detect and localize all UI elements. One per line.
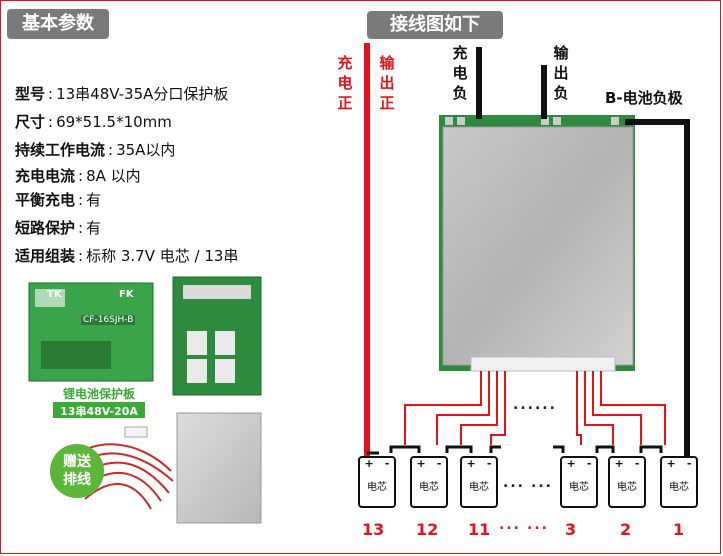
basic-params-title: 基本参数 <box>7 9 109 39</box>
gift-badge-text: 赠送排线 <box>63 454 91 488</box>
cell-connectors <box>367 445 663 455</box>
cells-ellipsis-a: ... <box>503 475 525 491</box>
cell-number-12: 12 <box>416 520 439 539</box>
cell-12: +- 电芯 <box>416 457 442 493</box>
main-board-heatsink <box>442 126 634 366</box>
pcb-text-tk: TK <box>47 289 62 300</box>
spec-continuous-current: 持续工作电流:35A以内 <box>15 141 176 159</box>
battery-negative-label: B-电池负极 <box>605 89 683 107</box>
pcb-text-model: CF-16SJH-B <box>81 315 136 325</box>
cell-3: +- 电芯 <box>566 457 592 493</box>
output-positive-label: 输出正 <box>379 54 395 112</box>
cell-number-1: 1 <box>673 520 685 539</box>
pcb-text-fk: FK <box>119 289 134 300</box>
cell-11: +- 电芯 <box>466 457 492 493</box>
balance-ellipsis: ...... <box>513 397 557 413</box>
cell-number-3: 3 <box>565 520 577 539</box>
charge-negative-label: 充电负 <box>452 44 468 102</box>
spec-size: 尺寸:69*51.5*10mm <box>15 113 172 131</box>
battery-negative-wire <box>625 119 690 457</box>
output-negative-label: 输出负 <box>553 44 569 102</box>
board-label-name: 锂电池保护板 <box>62 387 135 401</box>
wiring-diagram-title: 接线图如下 <box>367 11 503 39</box>
cell-1: +- 电芯 <box>666 457 692 493</box>
spec-balance-charge: 平衡充电:有 <box>15 191 102 209</box>
board-photo-heatsink <box>176 412 262 524</box>
balance-wires <box>404 371 666 445</box>
cell-2: +- 电芯 <box>614 457 640 493</box>
cell-13: +- 电芯 <box>364 457 390 493</box>
cells-ellipsis-b: ... <box>531 475 553 491</box>
gift-badge-circle <box>50 444 104 498</box>
main-board-terminals <box>445 117 619 125</box>
main-board-connector <box>470 356 616 372</box>
numbers-ellipsis-a: ... <box>499 517 521 533</box>
board-label-banner <box>53 402 145 418</box>
board-label-spec: 13串48V-20A <box>60 405 138 418</box>
battery-cells <box>358 456 698 508</box>
cell-number-2: 2 <box>620 520 632 539</box>
spec-charge-current: 充电电流:8A 以内 <box>15 167 141 185</box>
cell-number-11: 11 <box>468 520 491 539</box>
numbers-ellipsis-b: ... <box>527 517 549 533</box>
cell-number-13: 13 <box>362 520 385 539</box>
spec-short-protect: 短路保护:有 <box>15 219 102 237</box>
charge-positive-label: 充电正 <box>337 54 353 112</box>
spec-application: 适用组装:标称 3.7V 电芯 / 13串 <box>15 247 239 265</box>
spec-model: 型号:13串48V-35A分口保护板 <box>15 85 229 103</box>
